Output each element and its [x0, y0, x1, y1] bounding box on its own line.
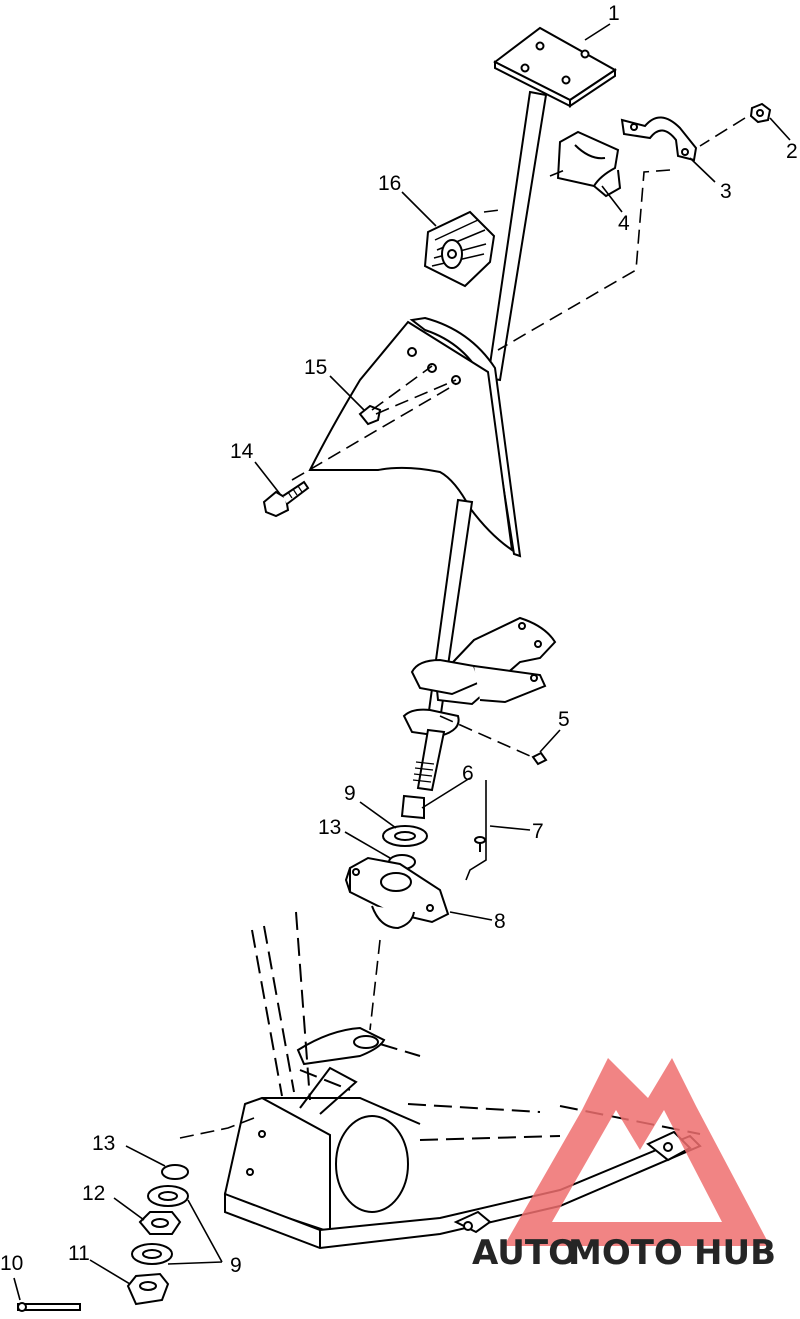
part-16-rubber-block [423, 210, 496, 288]
watermark-triangle-icon [504, 1058, 770, 1246]
part-4-bushing [556, 130, 622, 198]
callout-6: 6 [462, 762, 474, 785]
watermark-text-hub: HUB [694, 1233, 776, 1273]
part-10-cotter-pin [17, 1303, 81, 1311]
part-2-nut [749, 102, 772, 124]
leader-lines [13, 23, 791, 1301]
watermark-logo: AUTO MOTO HUB [472, 1058, 776, 1273]
callout-3: 3 [720, 180, 732, 203]
callout-13-lower: 13 [92, 1132, 115, 1155]
callout-12: 12 [82, 1182, 105, 1205]
callout-13-upper: 13 [318, 816, 341, 839]
upper-washers [382, 825, 428, 870]
callout-9-upper: 9 [344, 782, 356, 805]
callout-labels: 1 2 3 4 5 6 7 8 9 9 10 11 12 13 13 14 15… [0, 2, 798, 1277]
part-14-bolt [262, 480, 310, 518]
lower-steering-shaft [400, 498, 557, 820]
callout-16: 16 [378, 172, 401, 195]
steering-support-bracket [308, 316, 522, 558]
part-13-lower-oring [161, 1164, 189, 1180]
callout-15: 15 [304, 356, 327, 379]
part-3-clamp [620, 116, 698, 162]
part-8-bearing-block [344, 856, 450, 930]
part-1-plate-shaft [486, 26, 617, 382]
lower-hardware [17, 1164, 189, 1312]
callout-10: 10 [0, 1252, 23, 1275]
watermark-text-moto: MOTO [568, 1233, 683, 1273]
callout-7: 7 [532, 820, 544, 843]
callout-5: 5 [558, 708, 570, 731]
part-7-screw [474, 836, 486, 852]
part-15-nut [358, 404, 382, 426]
frame-solid-struts [299, 1066, 358, 1115]
callout-4: 4 [618, 212, 630, 235]
frame-housing [223, 1026, 702, 1250]
callout-8: 8 [494, 910, 506, 933]
callout-11: 11 [68, 1242, 90, 1265]
callout-1: 1 [608, 2, 620, 25]
assembly-dashed-lines [179, 117, 746, 1139]
part-5-nut [531, 751, 548, 766]
callout-2: 2 [786, 140, 798, 163]
callout-9-lower: 9 [230, 1254, 242, 1277]
callout-14: 14 [230, 440, 254, 463]
watermark-text-auto: AUTO [472, 1233, 577, 1273]
